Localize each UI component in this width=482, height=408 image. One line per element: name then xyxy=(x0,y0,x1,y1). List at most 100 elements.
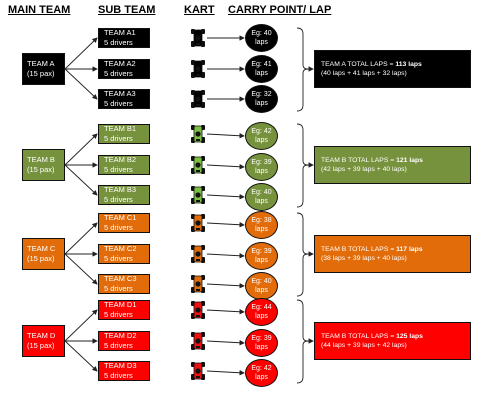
team-d-box: TEAM D(15 pax) xyxy=(22,325,65,357)
team-b1-kart-icon xyxy=(191,124,205,144)
team-c3-connector-arrow xyxy=(64,253,98,285)
team-c-pax: (15 pax) xyxy=(27,254,55,263)
team-b3-lap-unit: laps xyxy=(255,198,268,205)
team-c3-lap-value: Eg: 40 xyxy=(251,278,272,285)
team-b-total-value: 121 laps xyxy=(396,156,423,164)
team-c1-name: TEAM C1 xyxy=(104,213,137,222)
team-c3-name: TEAM C3 xyxy=(104,274,137,283)
team-d2-name: TEAM D2 xyxy=(104,331,137,340)
team-a3-connector-arrow xyxy=(64,68,98,100)
team-c3-lap-unit: laps xyxy=(255,287,268,294)
team-c2-lap-value: Eg: 39 xyxy=(251,248,272,255)
team-a-name: TEAM A xyxy=(27,59,55,68)
team-d2-lap-value: Eg: 39 xyxy=(251,335,272,342)
team-a2-kart-icon xyxy=(191,59,205,79)
team-a1-lap-oval: Eg: 40 laps xyxy=(245,24,278,52)
team-d-total-box: TEAM B TOTAL LAPS = 125 laps(44 laps + 3… xyxy=(314,322,471,360)
team-c2-lap-arrow xyxy=(206,253,245,259)
team-d3-name: TEAM D3 xyxy=(104,361,137,370)
team-a3-name: TEAM A3 xyxy=(104,89,136,98)
team-a-total-label: TEAM A TOTAL LAPS = xyxy=(321,60,396,68)
team-d3-kart-icon xyxy=(191,361,205,381)
team-b3-kart-icon xyxy=(191,185,205,205)
team-c1-drivers: 5 drivers xyxy=(104,223,133,232)
team-c-total-box: TEAM B TOTAL LAPS = 117 laps (38 laps + 3… xyxy=(314,235,471,273)
team-d-pax: (15 pax) xyxy=(27,341,55,350)
team-b1-lap-arrow xyxy=(206,133,245,139)
header-sub-team: SUB TEAM xyxy=(98,4,156,16)
team-b-total-detail: (42 laps + 39 laps + 40 laps) xyxy=(321,166,407,173)
team-b-bracket xyxy=(296,123,309,208)
team-c3-drivers: 5 drivers xyxy=(104,284,133,293)
team-b3-name: TEAM B3 xyxy=(104,185,137,194)
team-c2-lap-unit: laps xyxy=(255,257,268,264)
header-carry-point: CARRY POINT/ LAP xyxy=(228,4,332,16)
team-b-total-line: TEAM B TOTAL LAPS = 121 laps xyxy=(321,156,464,166)
team-a1-lap-unit: laps xyxy=(255,39,268,46)
team-b2-lap-arrow xyxy=(206,164,245,170)
team-d-total-line: TEAM B TOTAL LAPS = 125 laps xyxy=(321,332,464,342)
team-a1-lap-value: Eg: 40 xyxy=(251,30,272,37)
team-c-total-detail: (38 laps + 39 laps + 40 laps) xyxy=(321,255,407,262)
team-a2-lap-unit: laps xyxy=(255,70,268,77)
header-kart: KART xyxy=(184,4,215,16)
team-a1-drivers: 5 drivers xyxy=(104,38,133,47)
team-a1-kart-icon xyxy=(191,28,205,48)
team-c-total-value: 117 laps xyxy=(396,245,423,253)
team-d1-lap-value: Eg: 44 xyxy=(251,304,272,311)
team-a-total-box: TEAM A TOTAL LAPS = 113 laps(40 laps + 4… xyxy=(314,50,471,88)
team-c-total-label: TEAM B TOTAL LAPS = xyxy=(321,245,397,253)
team-b3-lap-arrow xyxy=(206,194,245,200)
team-d2-lap-arrow xyxy=(206,340,245,346)
team-a1-connector-arrow xyxy=(64,37,98,70)
team-d2-drivers: 5 drivers xyxy=(104,341,133,350)
team-d1-connector-arrow xyxy=(64,309,98,342)
team-b2-lap-oval: Eg: 39 laps xyxy=(245,153,278,181)
team-d-bracket xyxy=(296,299,309,384)
team-c2-name: TEAM C2 xyxy=(104,244,137,253)
team-d1-name: TEAM D1 xyxy=(104,300,137,309)
team-a-total-detail: (40 laps + 41 laps + 32 laps) xyxy=(321,70,407,77)
header-main-team: MAIN TEAM xyxy=(8,4,71,16)
team-d-total-detail: (44 laps + 39 laps + 42 laps) xyxy=(321,342,407,349)
team-a2-name: TEAM A2 xyxy=(104,59,136,68)
team-d3-lap-value: Eg: 42 xyxy=(251,365,272,372)
team-d1-lap-arrow xyxy=(206,309,245,315)
team-c3-lap-arrow xyxy=(206,283,245,289)
team-c3-kart-icon xyxy=(191,274,205,294)
team-b-total-label: TEAM B TOTAL LAPS = xyxy=(321,156,397,164)
team-d2-lap-unit: laps xyxy=(255,344,268,351)
team-c1-connector-arrow xyxy=(64,222,98,255)
team-a2-drivers: 5 drivers xyxy=(104,69,133,78)
team-c1-kart-icon xyxy=(191,213,205,233)
team-b2-lap-unit: laps xyxy=(255,168,268,175)
team-d1-kart-icon xyxy=(191,300,205,320)
team-b2-name: TEAM B2 xyxy=(104,155,137,164)
team-b-pax: (15 pax) xyxy=(27,165,55,174)
team-a3-lap-unit: laps xyxy=(255,100,268,107)
team-b3-connector-arrow xyxy=(64,164,98,196)
team-c-box: TEAM C(15 pax) xyxy=(22,238,65,270)
team-b-total-box: TEAM B TOTAL LAPS = 121 laps(42 laps + 3… xyxy=(314,146,471,184)
team-a-pax: (15 pax) xyxy=(27,69,55,78)
team-a3-drivers: 5 drivers xyxy=(104,99,133,108)
team-a3-kart-icon xyxy=(191,89,205,109)
team-a-bracket xyxy=(296,27,309,112)
team-b2-lap-value: Eg: 39 xyxy=(251,159,272,166)
